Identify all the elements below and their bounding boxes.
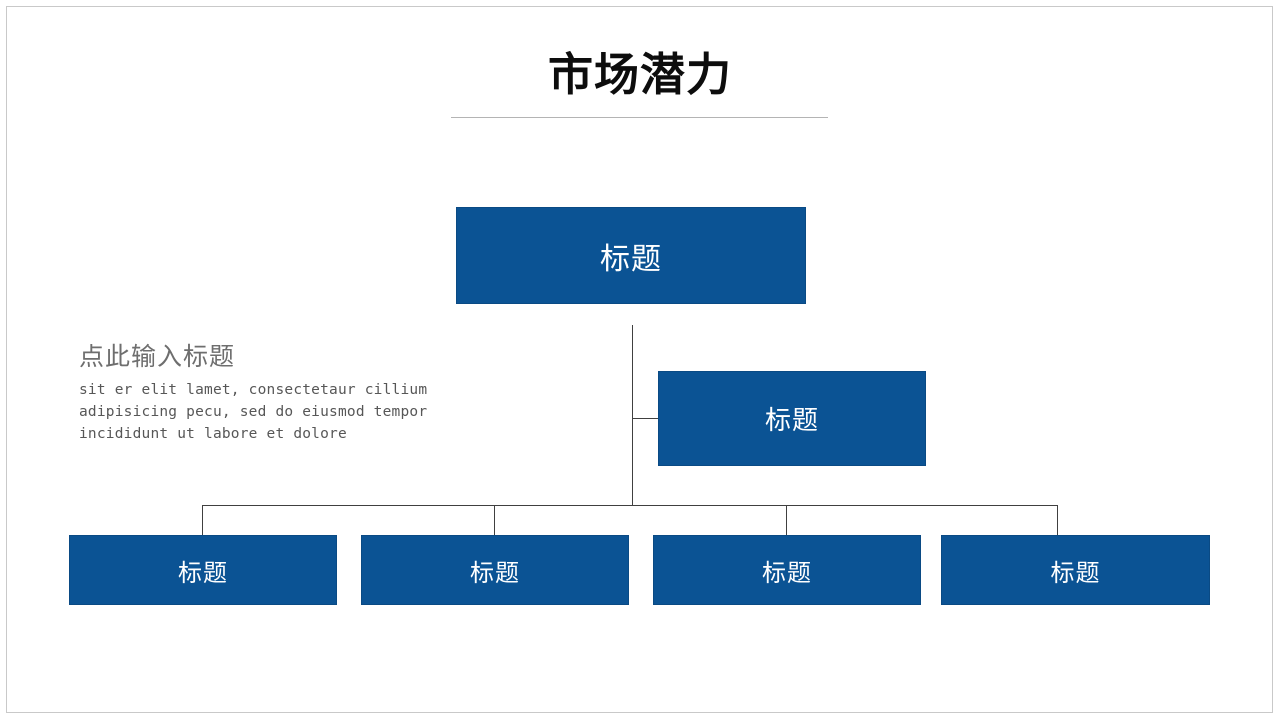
description-block: 点此输入标题 sit er elit lamet, consectetaur c…	[79, 341, 459, 445]
description-body-line-3: incididunt ut labore et dolore	[79, 426, 347, 442]
org-node-leaf-2[interactable]: 标题	[361, 535, 629, 605]
description-body[interactable]: sit er elit lamet, consectetaur cillium …	[79, 379, 459, 445]
org-node-leaf-2-label: 标题	[470, 558, 520, 587]
org-node-leaf-1-label: 标题	[178, 558, 228, 587]
connector-stub-to-mid	[632, 418, 659, 419]
org-node-leaf-4[interactable]: 标题	[941, 535, 1210, 605]
org-node-leaf-4-label: 标题	[1050, 558, 1101, 587]
org-node-leaf-1[interactable]: 标题	[69, 535, 337, 605]
org-node-mid[interactable]: 标题	[658, 371, 926, 466]
connector-drop-leaf-3	[786, 505, 787, 536]
page-title: 市场潜力	[547, 48, 732, 101]
title-underline-rule	[451, 117, 828, 118]
description-heading[interactable]: 点此输入标题	[79, 342, 236, 371]
connector-drop-leaf-1	[202, 505, 203, 536]
description-body-line-1: sit er elit lamet, consectetaur cillium	[79, 382, 428, 398]
title-block: 市场潜力	[0, 48, 1280, 102]
description-body-line-2: adipisicing pecu, sed do eiusmod tempor	[79, 404, 428, 420]
org-node-leaf-3[interactable]: 标题	[653, 535, 921, 605]
connector-distribution-bar	[202, 505, 1058, 506]
org-node-leaf-3-label: 标题	[762, 558, 812, 587]
connector-drop-leaf-4	[1057, 505, 1058, 536]
org-node-top[interactable]: 标题	[456, 207, 806, 304]
org-node-mid-label: 标题	[764, 406, 819, 436]
connector-drop-leaf-2	[494, 505, 495, 536]
org-node-top-label: 标题	[600, 241, 662, 277]
connector-trunk-vertical	[632, 325, 633, 506]
